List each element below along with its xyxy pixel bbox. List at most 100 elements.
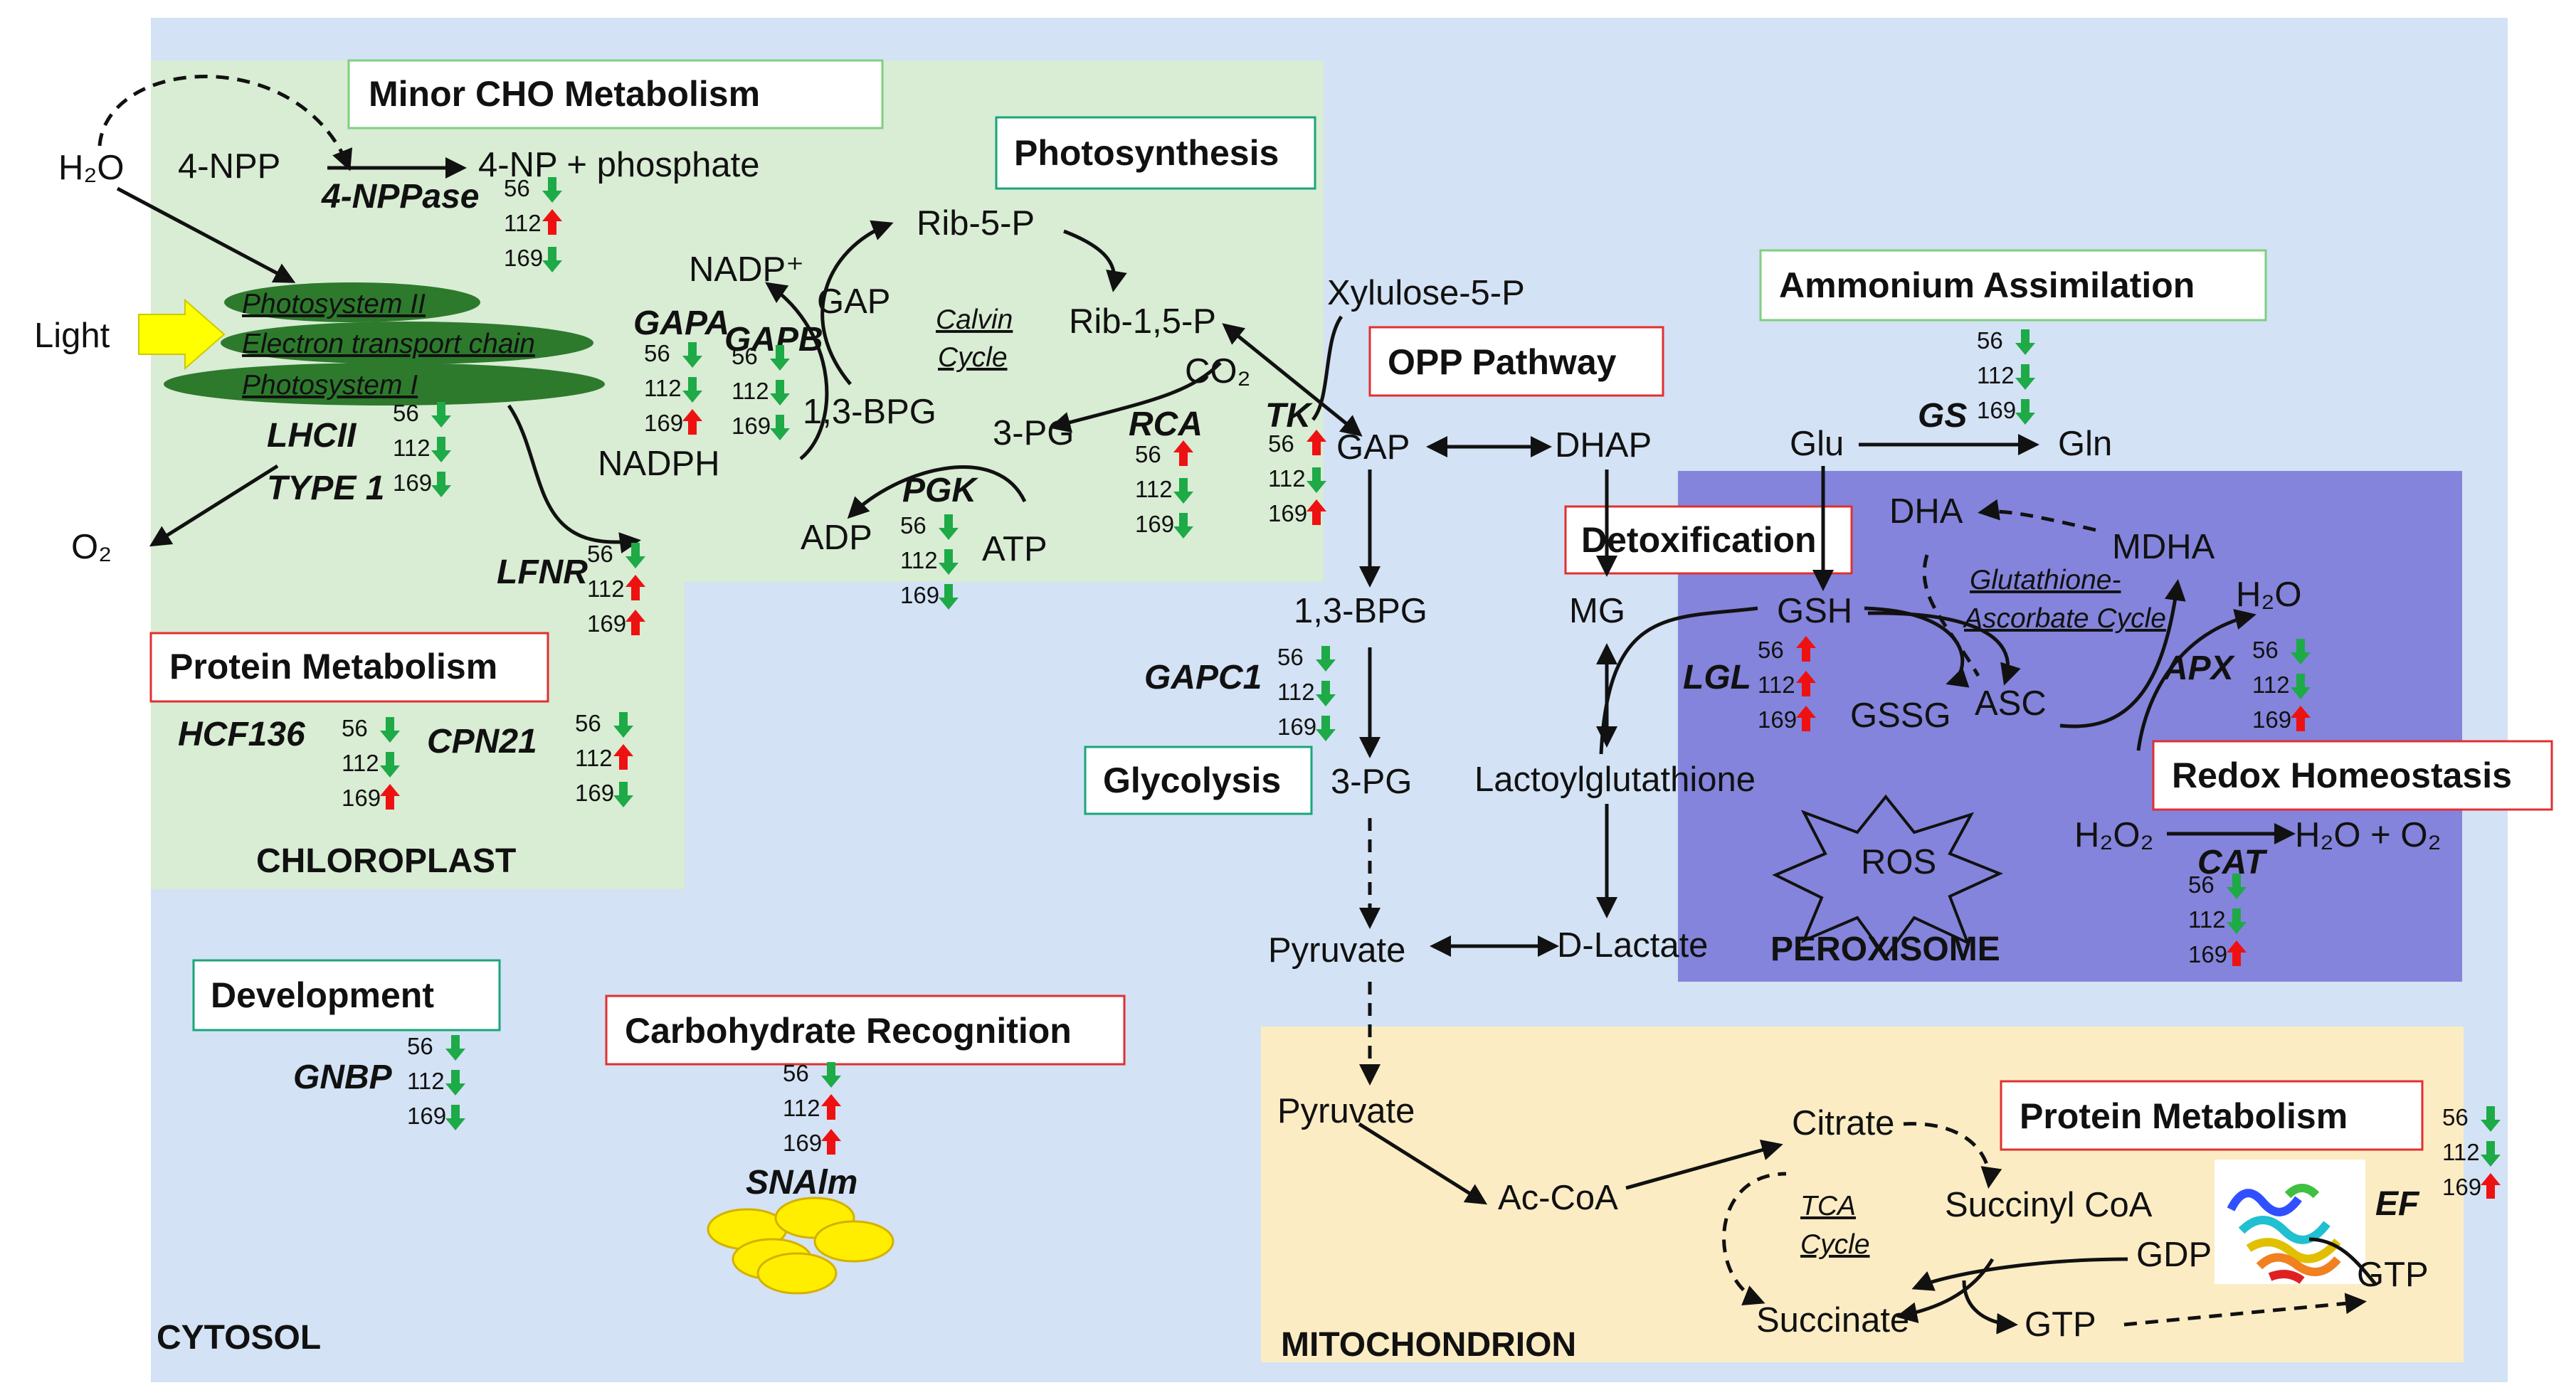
mitochondrion-label: MITOCHONDRION (1281, 1326, 1576, 1364)
title-protein-chloro: Protein Metabolism (149, 632, 549, 703)
down-arrow-icon (939, 584, 959, 610)
gene-gapc1: GAPC1 (1144, 659, 1262, 696)
up-arrow-icon (1173, 440, 1193, 466)
timepoint-169-label: 169 (2442, 1174, 2481, 1200)
reaction-arrows (97, 75, 2377, 1335)
down-arrow-icon (1316, 716, 1336, 741)
timepoint-56-label: 56 (1135, 441, 1161, 467)
metabolite-ac-coa: Ac-CoA (1498, 1179, 1618, 1217)
metabolite-dhap: DHAP (1555, 426, 1652, 465)
metabolite-o2: O₂ (71, 528, 112, 566)
down-arrow-icon (939, 549, 959, 575)
metabolite-gap: GAP (1336, 428, 1410, 467)
timepoint-56-label: 56 (2252, 637, 2279, 663)
svg-text:Redox Homeostasis: Redox Homeostasis (2172, 755, 2512, 795)
metabolite-nadph: NADPH (598, 445, 720, 483)
metabolite-mg: MG (1569, 592, 1625, 630)
chloroplast-label: CHLOROPLAST (256, 842, 516, 880)
down-arrow-icon (1316, 681, 1336, 706)
lectin-icon (707, 1197, 894, 1295)
metabolite-h2o-o2: H₂O + O₂ (2295, 816, 2442, 854)
up-arrow-icon (2291, 706, 2311, 731)
svg-text:Minor CHO Metabolism: Minor CHO Metabolism (369, 74, 760, 114)
timepoint-56-label: 56 (900, 512, 927, 539)
gene-hcf136: HCF136 (178, 716, 305, 753)
title-glycolysis: Glycolysis (1084, 746, 1313, 815)
timepoint-112-label: 112 (1977, 362, 2015, 388)
timepoint-169-label: 169 (1758, 706, 1797, 733)
up-arrow-icon (613, 744, 633, 770)
metabolite-rib-5-p: Rib-5-P (917, 204, 1035, 243)
timepoint-56-label: 56 (393, 400, 419, 426)
tca-cycle-label-1: TCA (1800, 1191, 1856, 1221)
timepoint-112-label: 112 (2188, 906, 2226, 933)
title-development: Development (192, 959, 501, 1032)
title-redox: Redox Homeostasis (2152, 740, 2553, 811)
down-arrow-icon (2227, 908, 2247, 934)
gene-labels: 4-NPPase GAPA GAPB LHCII TYPE 1 LFNR PGK… (178, 178, 2420, 1223)
down-arrow-icon (542, 177, 562, 203)
down-arrow-icon (682, 342, 702, 368)
metabolite-3-pg: 3-PG (1331, 763, 1412, 801)
timepoint-112-label: 112 (783, 1095, 820, 1121)
down-arrow-icon (431, 472, 451, 497)
up-arrow-icon (1307, 430, 1326, 455)
metabolites: H₂O 4-NPP 4-NP + phosphate Light O₂ NADP… (34, 146, 2442, 1344)
timepoint-169-label: 169 (504, 245, 543, 271)
timepoint-112-label: 112 (732, 378, 769, 404)
timepoint-56-label: 56 (1268, 430, 1294, 457)
etc-label: Electron transport chain (242, 329, 535, 359)
timepoint-169-label: 169 (644, 410, 683, 436)
metabolite-glu: Glu (1790, 425, 1844, 463)
svg-text:Protein Metabolism: Protein Metabolism (169, 647, 497, 686)
timepoint-112-label: 112 (407, 1068, 445, 1094)
gene-type1: TYPE 1 (267, 470, 384, 507)
electron-transport-chain (221, 322, 593, 364)
gene-pgk: PGK (902, 472, 978, 509)
cytosol-label: CYTOSOL (157, 1319, 321, 1357)
title-opp: OPP Pathway (1368, 326, 1664, 397)
title-minor-cho: Minor CHO Metabolism (347, 59, 884, 129)
timepoint-169-label: 169 (1268, 500, 1307, 526)
up-arrow-icon (1796, 636, 1816, 662)
gene-lgl: LGL (1683, 659, 1751, 696)
timepoint-169-label: 169 (2188, 941, 2227, 967)
up-arrow-icon (542, 209, 562, 235)
metabolite-asc: ASC (1975, 684, 2047, 723)
metabolite-nadp: NADP⁺ (689, 250, 804, 289)
timepoint-169-label: 169 (900, 582, 939, 608)
metabolite-rib-1-5-p: Rib-1,5-P (1069, 302, 1216, 341)
down-arrow-icon (380, 752, 400, 778)
timepoint-169-label: 169 (783, 1130, 822, 1156)
down-arrow-icon (939, 514, 959, 540)
svg-text:Glycolysis: Glycolysis (1103, 760, 1281, 800)
up-arrow-icon (2481, 1173, 2501, 1199)
timepoint-56-label: 56 (504, 175, 530, 201)
timepoint-169-label: 169 (1277, 714, 1316, 740)
timepoint-169-label: 169 (393, 470, 432, 496)
timepoint-169-label: 169 (575, 780, 614, 806)
title-detox: Detoxification (1564, 505, 1853, 575)
metabolite-gtp: GTP (2025, 1305, 2096, 1344)
down-arrow-icon (821, 1062, 841, 1088)
down-arrow-icon (1173, 478, 1193, 504)
down-arrow-icon (2291, 674, 2311, 699)
gene-lhcii: LHCII (267, 417, 357, 455)
metabolite-gssg: GSSG (1850, 696, 1951, 735)
metabolite-dha: DHA (1889, 492, 1963, 531)
down-arrow-icon (2291, 639, 2311, 664)
timepoint-169-label: 169 (407, 1103, 446, 1129)
peroxisome-label: PEROXISOME (1770, 930, 2000, 968)
up-arrow-icon (682, 409, 702, 435)
